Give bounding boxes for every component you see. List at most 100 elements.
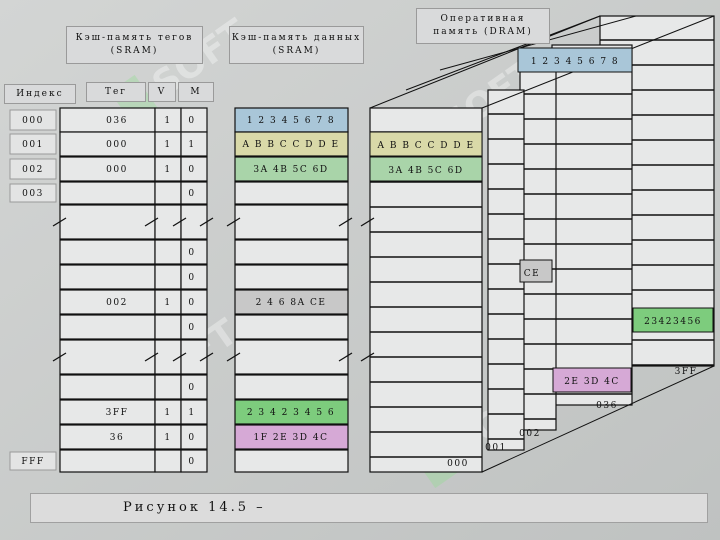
data-cache-header: Кэш-память данных (SRAM): [229, 26, 364, 64]
modified-bit: 0: [188, 248, 195, 258]
modified-bit: 0: [188, 323, 195, 333]
tag-cell: [59, 181, 156, 205]
gap-break-mark: [172, 217, 187, 227]
modified-cell: [180, 239, 208, 265]
tag-value: 002: [106, 298, 128, 308]
modified-bit: 0: [188, 273, 195, 283]
dram-page4-address: 3FF: [675, 367, 698, 377]
dram-page0-address: 000: [447, 459, 469, 469]
gap-break-mark: [52, 352, 67, 362]
gap-break-mark: [199, 217, 214, 227]
data-value: 1F 2E 3D 4C: [254, 433, 329, 443]
modified-cell: [180, 264, 208, 290]
data-cell: [234, 424, 349, 450]
gap-break-mark: [338, 217, 353, 227]
tag-cell: [59, 314, 156, 340]
gap-break-mark: [338, 352, 353, 362]
data-cell: [234, 289, 349, 315]
tag-cell: [59, 131, 156, 157]
dram-page3-row: [552, 367, 632, 393]
valid-cell: [154, 314, 182, 340]
index-label: 001: [22, 140, 44, 150]
tag-value: 3FF: [106, 408, 129, 418]
valid-cell: [154, 374, 182, 400]
data-value: 2 3 4 2 3 4 5 6: [247, 408, 335, 418]
dram-page-page1: [487, 89, 525, 451]
tag-value: 36: [110, 433, 124, 443]
dram-perspective-line: [369, 15, 601, 109]
tag-value: 000: [106, 165, 128, 175]
modified-cell: [180, 424, 208, 450]
valid-cell: [154, 204, 182, 240]
data-value: 3A 4B 5C 6D: [253, 165, 328, 175]
valid-bit: 1: [164, 140, 171, 150]
dram-page3-top: [517, 47, 633, 73]
valid-cell: [154, 449, 182, 473]
valid-cell: [154, 399, 182, 425]
modified-cell: [180, 181, 208, 205]
modified-bit: 0: [188, 165, 195, 175]
tag-cell: [59, 239, 156, 265]
tag-cache-header: Кэш-память тегов (SRAM): [66, 26, 203, 64]
index-column-header: Индекс: [4, 84, 76, 104]
modified-column-header: M: [178, 82, 214, 102]
index-label: 000: [22, 116, 44, 126]
tag-cell: [59, 399, 156, 425]
dram-page4-row-text: 23423456: [644, 317, 702, 327]
data-cell: [234, 131, 349, 157]
dram-page3-row-text: 2E 3D 4C: [564, 377, 620, 387]
data-cell: [234, 449, 349, 473]
valid-bit: 1: [164, 433, 171, 443]
gap-break-mark: [172, 352, 187, 362]
valid-bit: 1: [164, 165, 171, 175]
index-cell: [9, 133, 57, 155]
modified-cell: [180, 314, 208, 340]
modified-bit: 0: [188, 189, 195, 199]
gap-break-mark: [360, 217, 375, 227]
modified-cell: [180, 131, 208, 157]
modified-cell: [180, 339, 208, 375]
data-cell: [234, 314, 349, 340]
valid-cell: [154, 339, 182, 375]
index-label: FFF: [21, 457, 44, 467]
data-cell: [234, 239, 349, 265]
dram-page3-top-text: 1 2 3 4 5 6 7 8: [531, 57, 619, 67]
gap-break-mark: [226, 217, 241, 227]
data-cell: [234, 399, 349, 425]
figure-caption: Рисунок 14.5 –: [123, 500, 266, 515]
dram-page1-partial-text: CE: [524, 269, 540, 279]
index-cell: [9, 451, 57, 471]
data-value: A B B C C D D E: [241, 140, 339, 150]
modified-bit: 1: [188, 408, 195, 418]
dram-page0-row2-text: 3A 4B 5C 6D: [388, 166, 463, 176]
gap-break-mark: [199, 352, 214, 362]
index-cell: [9, 109, 57, 131]
dram-page1-address: 001: [485, 443, 507, 453]
data-cell: [234, 204, 349, 240]
dram-page2-address: 002: [519, 429, 541, 439]
dram-header: Оперативная память (DRAM): [416, 8, 550, 44]
dram-page0-row1: [369, 131, 483, 157]
valid-cell: [154, 181, 182, 205]
valid-bit: 1: [164, 116, 171, 126]
valid-cell: [154, 239, 182, 265]
modified-bit: 0: [188, 298, 195, 308]
data-cell: [234, 181, 349, 205]
valid-column-header: V: [148, 82, 176, 102]
data-value: 1 2 3 4 5 6 7 8: [247, 116, 335, 126]
modified-cell: [180, 374, 208, 400]
valid-bit: 1: [164, 408, 171, 418]
index-cell: [9, 158, 57, 180]
gap-break-mark: [360, 352, 375, 362]
modified-bit: 0: [188, 433, 195, 443]
data-cell: [234, 264, 349, 290]
modified-bit: 0: [188, 383, 195, 393]
tag-cell: [59, 156, 156, 182]
data-cell: [234, 156, 349, 182]
tag-cell: [59, 339, 156, 375]
figure-caption-box: Рисунок 14.5 –: [30, 493, 708, 523]
tag-cell: [59, 264, 156, 290]
data-cell: [234, 339, 349, 375]
modified-bit: 1: [188, 140, 195, 150]
